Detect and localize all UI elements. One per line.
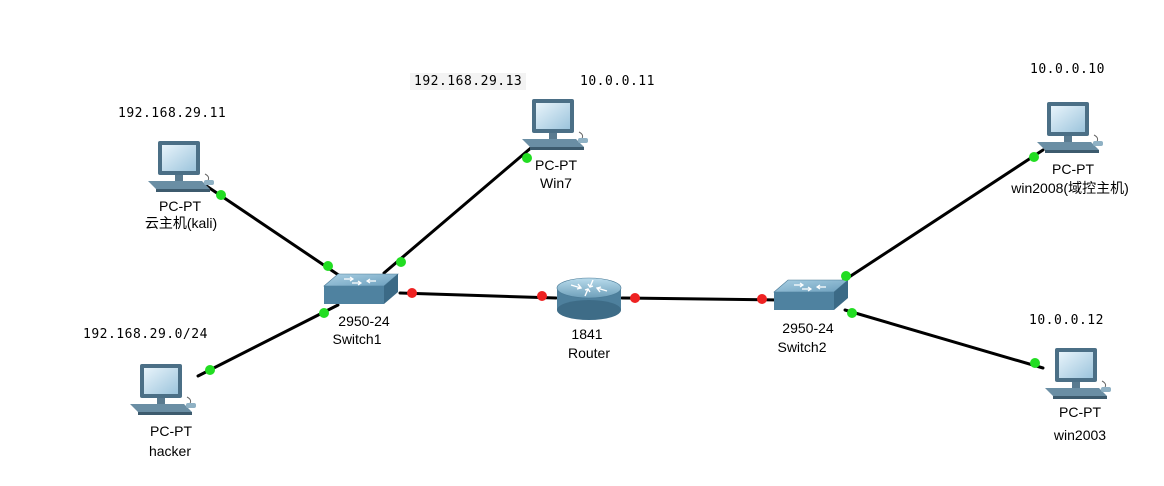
ip-hacker: 192.168.29.0/24	[83, 327, 208, 342]
cable-router-switch2[interactable]	[620, 296, 782, 302]
ip-win2008: 10.0.0.10	[1030, 62, 1105, 77]
label-router-model: 1841	[571, 326, 603, 342]
port-light-up	[216, 190, 226, 200]
label-win2008-name: win2008(域控主机)	[1011, 180, 1129, 196]
switch2-icon[interactable]	[773, 279, 849, 311]
router-icon[interactable]	[556, 277, 622, 321]
port-light-up	[847, 308, 857, 318]
pc-kali-icon[interactable]	[147, 140, 215, 193]
port-light-up	[1029, 152, 1039, 162]
port-light-down	[630, 293, 640, 303]
cable-hacker-switch1[interactable]	[196, 303, 340, 378]
port-light-down	[407, 288, 417, 298]
label-win7-name: Win7	[540, 175, 572, 191]
port-light-up	[1030, 358, 1040, 368]
cable-win2003-switch2[interactable]	[843, 308, 1045, 370]
port-light-up	[841, 271, 851, 281]
label-switch2-model: 2950-24	[782, 320, 834, 336]
label-switch1-model: 2950-24	[338, 313, 390, 329]
pc-win2008-icon[interactable]	[1036, 101, 1104, 154]
port-light-down	[757, 294, 767, 304]
cable-win7-switch1[interactable]	[382, 145, 534, 275]
label-win2003-type: PC-PT	[1059, 404, 1101, 420]
label-hacker-name: hacker	[148, 443, 192, 459]
pc-win2003-icon[interactable]	[1044, 347, 1112, 400]
label-win2003-name: win2003	[1053, 427, 1107, 443]
switch1-icon[interactable]	[323, 273, 399, 305]
label-kali-type: PC-PT	[159, 198, 201, 214]
label-switch1-name: Switch1	[332, 331, 382, 347]
label-hacker-type: PC-PT	[150, 423, 192, 439]
cable-kali-switch1[interactable]	[203, 183, 342, 278]
port-light-up	[323, 261, 333, 271]
label-win7-type: PC-PT	[535, 157, 577, 173]
pc-hacker-icon[interactable]	[129, 363, 197, 416]
cable-switch1-router[interactable]	[398, 291, 558, 300]
port-light-up	[319, 308, 329, 318]
port-light-down	[537, 291, 547, 301]
label-switch2-name: Switch2	[777, 339, 827, 355]
cable-win2008-switch2[interactable]	[838, 148, 1045, 285]
ip-win7-primary: 192.168.29.13	[410, 73, 527, 90]
pc-win7-icon[interactable]	[521, 98, 589, 151]
ip-win7-secondary: 10.0.0.11	[580, 74, 655, 89]
label-kali-name: 云主机(kali)	[144, 215, 218, 231]
port-light-up	[205, 365, 215, 375]
port-light-up	[522, 153, 532, 163]
cables	[196, 145, 1045, 378]
ip-kali: 192.168.29.11	[118, 106, 227, 121]
label-router-name: Router	[567, 345, 611, 361]
label-win2008-type: PC-PT	[1052, 161, 1094, 177]
port-light-up	[396, 257, 406, 267]
ip-win2003: 10.0.0.12	[1029, 313, 1104, 328]
port-lights	[205, 152, 1040, 375]
